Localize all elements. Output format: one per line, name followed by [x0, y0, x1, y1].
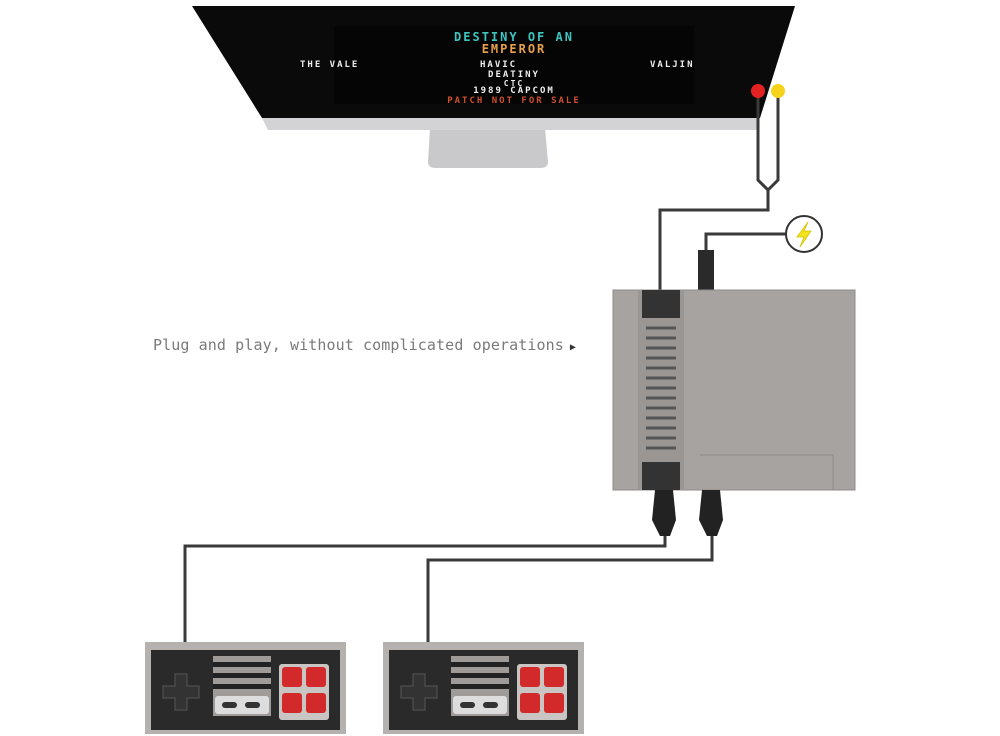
caption-text: Plug and play, without complicated opera… — [153, 336, 564, 354]
av-red-plug — [751, 84, 765, 98]
caret-right-icon: ▶ — [569, 342, 577, 353]
dpad-icon — [162, 673, 200, 711]
caption: Plug and play, without complicated opera… — [153, 336, 576, 354]
screen-title-1: DESTINY OF AN — [454, 30, 574, 44]
screen-credit-line2: DEATINY — [488, 70, 540, 80]
power-plug — [698, 250, 714, 292]
controller-1 — [145, 642, 346, 734]
controller-plug-1 — [652, 490, 676, 536]
screen-notice: PATCH NOT FOR SALE — [447, 96, 581, 106]
controller-1-cable — [183, 528, 667, 644]
power-icon — [785, 215, 823, 253]
screen-credit-left: THE VALE — [300, 60, 360, 70]
game-console — [612, 289, 856, 536]
screen-credit-right: VALJIN — [650, 60, 695, 70]
controller-2-cable — [426, 528, 714, 644]
monitor-bezel — [262, 118, 760, 130]
screen-credit-line3: CTC — [503, 79, 525, 88]
screen-title-2: EMPEROR — [481, 42, 547, 56]
av-cable — [658, 96, 770, 290]
screen-copyright: 1989 CAPCOM — [473, 86, 555, 96]
av-yellow-plug — [771, 84, 785, 98]
cables — [183, 96, 803, 644]
controller-2 — [382, 641, 585, 735]
controller-plug-2 — [699, 490, 723, 536]
screen-credit-mid: HAVIC — [480, 60, 518, 70]
monitor — [192, 6, 795, 168]
